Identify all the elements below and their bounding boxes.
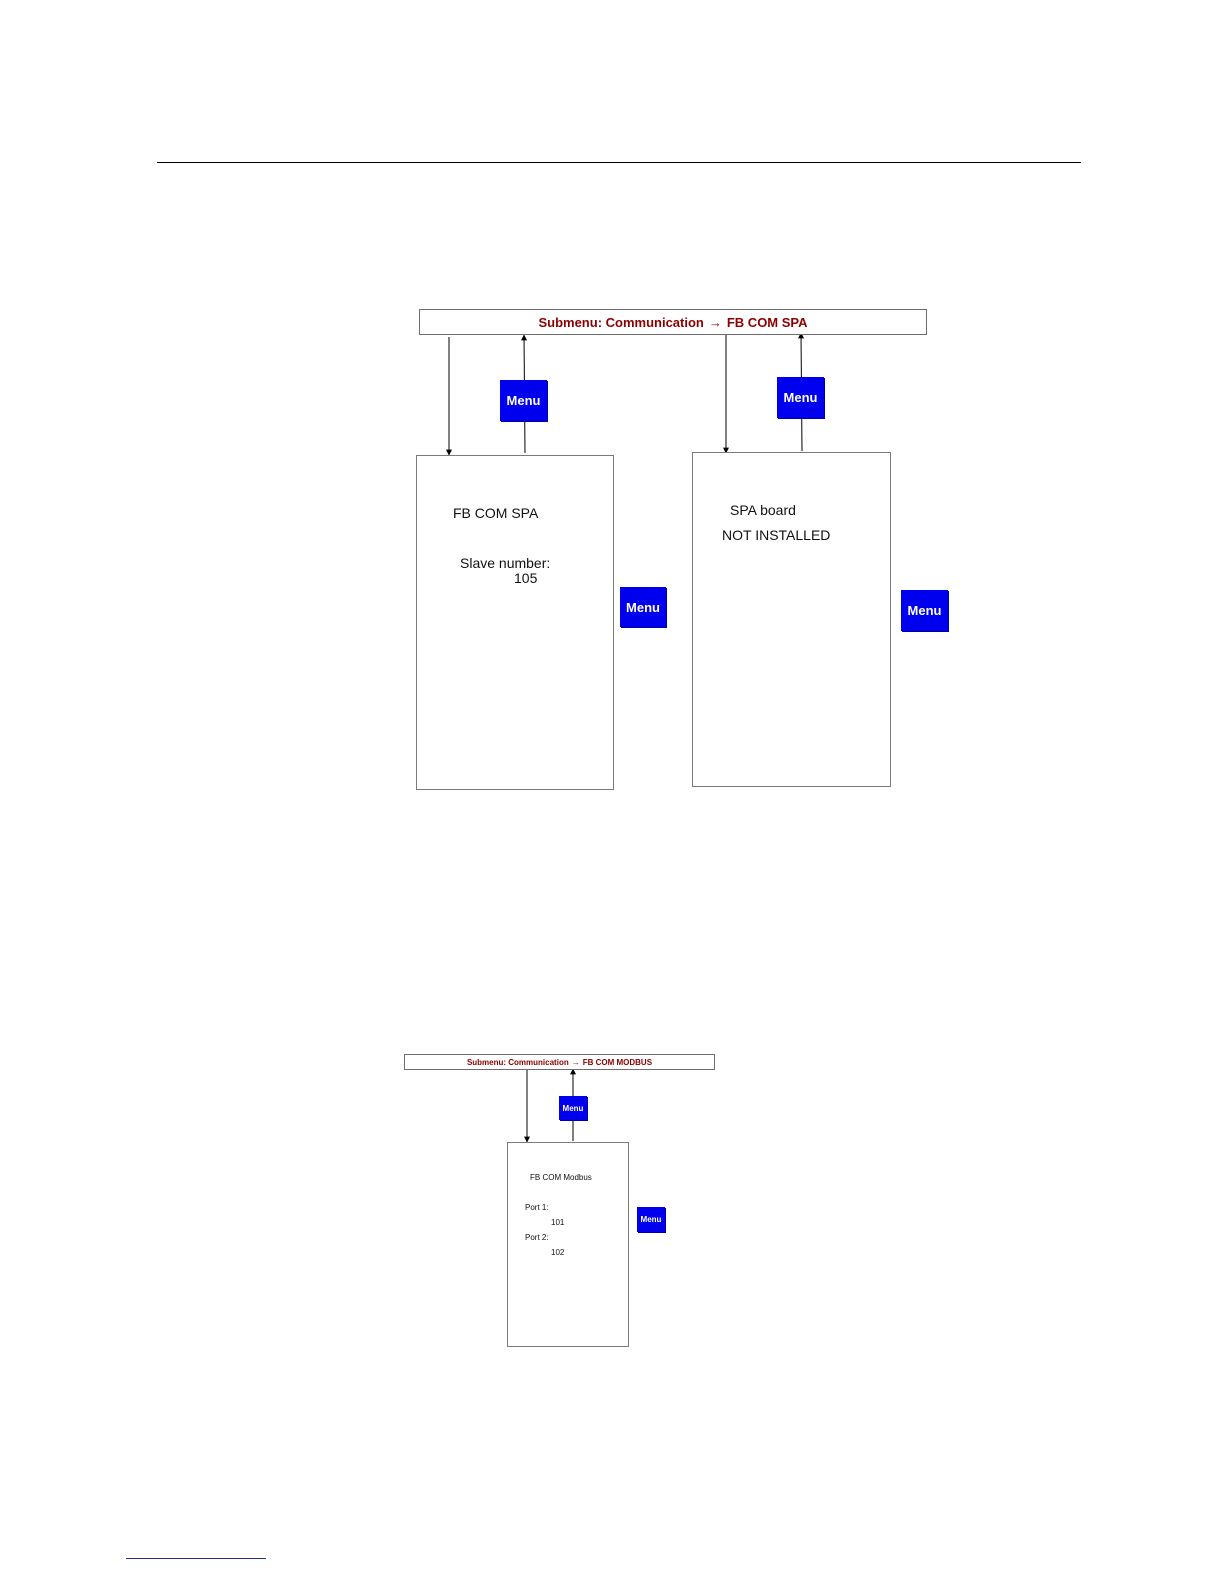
modbus-title-prefix: Submenu: Communication <box>467 1058 569 1067</box>
slave-number-label: Slave number: <box>460 555 550 571</box>
menu-button-next-left[interactable]: Menu <box>620 587 666 627</box>
spa-board-status: NOT INSTALLED <box>722 527 830 543</box>
port2-value: 102 <box>551 1248 564 1257</box>
menu-button-back-left[interactable]: Menu <box>500 380 547 421</box>
modbus-submenu-title-bar: Submenu: Communication → FB COM MODBUS <box>404 1054 715 1070</box>
menu-button-back-modbus[interactable]: Menu <box>559 1096 587 1120</box>
modbus-screen-heading: FB COM Modbus <box>530 1173 592 1182</box>
port2-label: Port 2: <box>525 1233 549 1242</box>
menu-button-next-right[interactable]: Menu <box>901 590 948 631</box>
menu-button-back-right[interactable]: Menu <box>777 377 824 418</box>
screen-heading: FB COM SPA <box>453 505 538 521</box>
spa-title-target: FB COM SPA <box>727 315 808 330</box>
spa-title-prefix: Submenu: Communication <box>538 315 703 330</box>
menu-button-next-modbus[interactable]: Menu <box>637 1207 665 1232</box>
modbus-title-arrow-icon: → <box>572 1058 580 1067</box>
modbus-title-target: FB COM MODBUS <box>583 1058 652 1067</box>
port1-label: Port 1: <box>525 1203 549 1212</box>
spa-board-label: SPA board <box>730 502 796 518</box>
port1-value: 101 <box>551 1218 564 1227</box>
spa-submenu-title-bar: Submenu: Communication → FB COM SPA <box>419 309 927 335</box>
spa-title-arrow-icon: → <box>709 315 722 330</box>
slave-number-value: 105 <box>514 570 537 586</box>
